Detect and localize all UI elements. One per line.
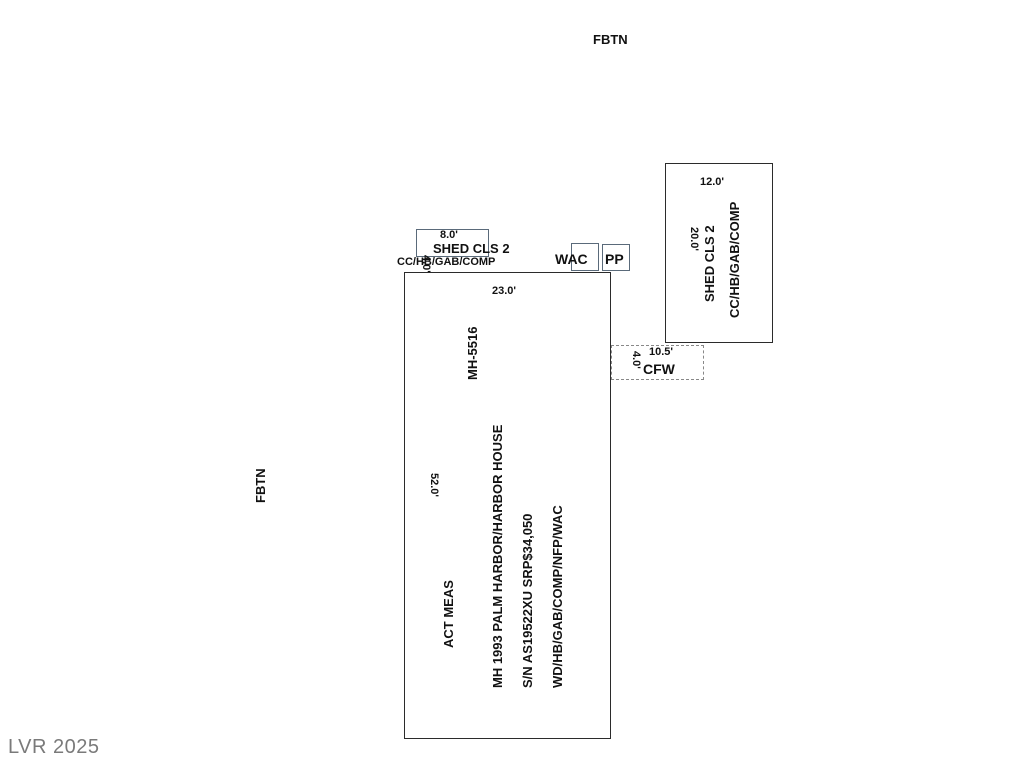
pp-label: PP [605, 251, 624, 267]
cfw-outline [611, 345, 704, 380]
large-shed-depth: 20.0' [688, 227, 700, 252]
cfw-label: CFW [643, 361, 675, 377]
large-shed-desc: CC/HB/GAB/COMP [727, 201, 742, 318]
watermark-label: LVR 2025 [8, 736, 100, 758]
small-shed-desc: CC/HB/GAB/COMP [397, 256, 496, 268]
main-home-outline [404, 272, 611, 739]
large-shed-name: SHED CLS 2 [702, 225, 717, 302]
main-home-line1: MH 1993 PALM HARBOR/HARBOR HOUSE [490, 424, 505, 688]
cfw-width: 10.5' [649, 346, 674, 358]
main-home-width: 23.0' [492, 285, 517, 297]
small-shed-outline [416, 229, 489, 257]
fbtn-left-label: FBTN [253, 468, 268, 503]
fbtn-top-label: FBTN [593, 32, 628, 47]
main-home-depth: 52.0' [428, 473, 440, 498]
large-shed-outline [665, 163, 773, 343]
small-shed-width: 8.0' [440, 229, 458, 241]
main-home-note: ACT MEAS [441, 580, 456, 648]
pp-box [602, 244, 630, 271]
main-home-id: MH-5516 [465, 326, 480, 380]
small-shed-name: SHED CLS 2 [433, 241, 510, 256]
main-home-line2: S/N AS19522XU SRP$34,050 [520, 513, 535, 688]
large-shed-width: 12.0' [700, 176, 725, 188]
cfw-depth: 4.0' [630, 351, 642, 369]
main-home-line3: WD/HB/GAB/COMP/NFP/WAC [550, 505, 565, 688]
wac-box [571, 243, 599, 271]
wac-label: WAC [555, 251, 588, 267]
